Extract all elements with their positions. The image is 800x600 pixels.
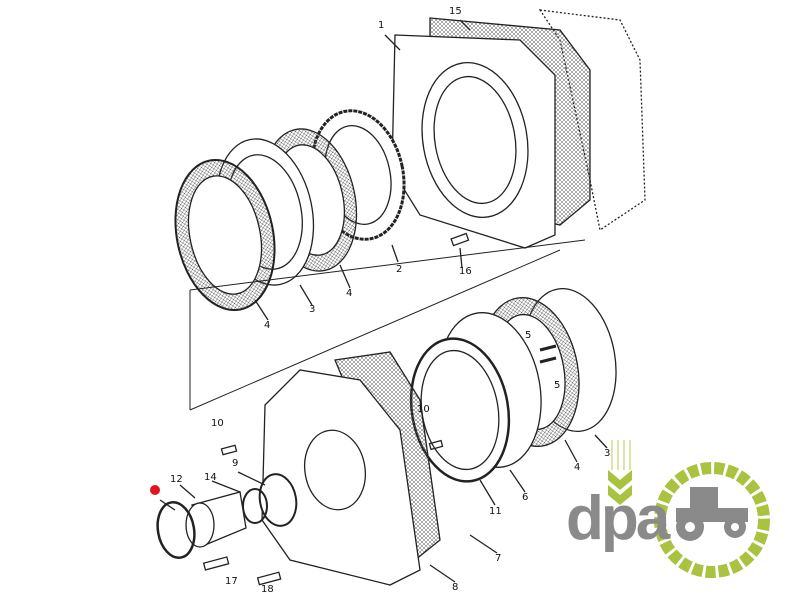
callout-5: 5 bbox=[554, 380, 561, 391]
callout-8: 8 bbox=[452, 582, 459, 593]
callout-9: 9 bbox=[232, 458, 239, 469]
callout-4: 4 bbox=[574, 462, 581, 473]
callout-10: 10 bbox=[417, 404, 430, 415]
callout-17: 17 bbox=[225, 576, 238, 587]
dpa-logo bbox=[608, 440, 770, 578]
callout-3: 3 bbox=[604, 448, 611, 459]
bolt-16 bbox=[450, 232, 470, 247]
highlight-marker bbox=[150, 485, 160, 495]
callout-15: 15 bbox=[449, 6, 462, 17]
housing-8-bore bbox=[304, 429, 366, 511]
callout-5: 5 bbox=[525, 330, 532, 341]
ring-14 bbox=[242, 488, 268, 524]
callout-2: 2 bbox=[396, 264, 403, 275]
callout-11: 11 bbox=[489, 506, 502, 517]
housing-1-bore bbox=[421, 62, 529, 218]
callout-16: 16 bbox=[459, 266, 472, 277]
snap-ring bbox=[156, 500, 196, 560]
callout-1: 1 bbox=[378, 20, 385, 31]
callout-14: 14 bbox=[204, 472, 217, 483]
callout-4: 4 bbox=[346, 288, 353, 299]
bolt-17 bbox=[202, 556, 230, 571]
assembly-guide-lines bbox=[189, 239, 586, 411]
tractor-icon bbox=[676, 487, 748, 541]
callout-18: 18 bbox=[261, 584, 274, 595]
pin-10-lower bbox=[428, 439, 444, 451]
callout-6: 6 bbox=[522, 492, 529, 503]
housing-8 bbox=[261, 369, 421, 586]
callout-4: 4 bbox=[264, 320, 271, 331]
bolt-18 bbox=[256, 571, 282, 586]
logo-text: dpa bbox=[566, 484, 670, 553]
callout-7: 7 bbox=[495, 553, 502, 564]
bearing-9 bbox=[258, 473, 298, 527]
callout-3: 3 bbox=[309, 304, 316, 315]
callout-10: 10 bbox=[211, 418, 224, 429]
callout-12: 12 bbox=[170, 474, 183, 485]
pin-10 bbox=[220, 444, 238, 456]
springs-5 bbox=[539, 344, 557, 364]
